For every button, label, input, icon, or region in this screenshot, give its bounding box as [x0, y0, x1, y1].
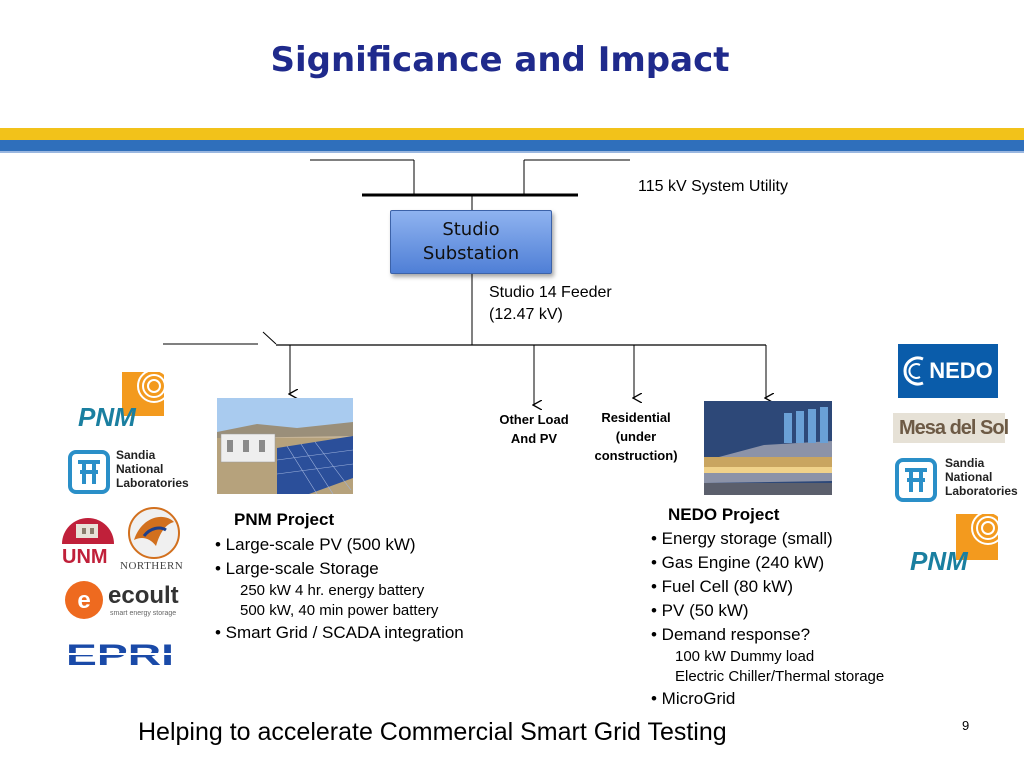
sandia-text-left: Sandia National Laboratories	[116, 448, 189, 490]
feeder-switch	[262, 331, 277, 345]
nedo-item-chiller: Electric Chiller/Thermal storage	[675, 668, 885, 685]
pnm-item-storage: • Large-scale Storage	[215, 559, 379, 578]
sandia-left-line3: Laboratories	[116, 476, 189, 490]
sandia-left-line1: Sandia	[116, 448, 156, 462]
pnm-site-photo	[217, 398, 353, 494]
sandia-left-line2: National	[116, 462, 164, 476]
mesa-del-sol-logo: Mesa del Sol	[893, 413, 1009, 443]
residential-line3: construction)	[594, 448, 678, 463]
header-band-gold	[0, 128, 1024, 140]
unm-logo-text: UNM	[62, 546, 108, 568]
sandia-thunderbird-icon-right	[895, 458, 937, 502]
slide-title: Significance and Impact	[270, 40, 730, 80]
slide-number: 9	[962, 718, 970, 733]
nedo-item-fuel-cell: • Fuel Cell (80 kW)	[651, 577, 793, 596]
ecoult-e-icon: e	[65, 581, 103, 619]
pnm-item-smart-grid: • Smart Grid / SCADA integration	[215, 623, 464, 642]
pnm-logo-right: PNM	[910, 511, 1005, 576]
ecoult-logo: e ecoult smart energy storage	[64, 580, 184, 624]
feeder-label-line1: Studio 14 Feeder	[489, 284, 612, 301]
northern-eagle-icon	[128, 507, 180, 559]
studio-substation-box: Studio Substation	[390, 210, 552, 274]
svg-text:EPRI: EPRI	[66, 640, 174, 670]
slide-footer: Helping to accelerate Commercial Smart G…	[138, 718, 727, 746]
nedo-item-gas-engine: • Gas Engine (240 kW)	[651, 553, 825, 572]
pnm-sun-icon-right	[956, 511, 1005, 560]
sandia-logo-right: Sandia National Laboratories	[895, 456, 1018, 504]
mesa-logo-text: Mesa del Sol	[899, 417, 1009, 439]
pnm-item-power-battery: 500 kW, 40 min power battery	[240, 602, 439, 619]
sandia-text-right: Sandia National Laboratories	[945, 456, 1018, 498]
pnm-item-energy-battery: 250 kW 4 hr. energy battery	[240, 582, 425, 599]
pnm-logo-text-right: PNM	[910, 546, 968, 576]
feeder-label: Studio 14 Feeder (12.47 kV)	[489, 282, 612, 326]
residential-label: Residential (under construction)	[584, 408, 688, 465]
nedo-item-microgrid: • MicroGrid	[651, 689, 736, 708]
nedo-item-dummy-load: 100 kW Dummy load	[675, 648, 815, 665]
pnm-logo-left: PNM	[78, 369, 171, 432]
northern-logo-text: NORTHERN	[120, 560, 184, 572]
unm-logo: UNM	[60, 510, 116, 572]
pnm-logo-text-left: PNM	[78, 402, 136, 432]
feeder-label-line2: (12.47 kV)	[489, 306, 563, 323]
pnm-project-list: • Large-scale PV (500 kW) • Large-scale …	[215, 533, 464, 645]
nedo-photo-illustration	[704, 401, 832, 495]
ecoult-tagline: smart energy storage	[110, 610, 177, 617]
ecoult-logo-text: ecoult	[108, 582, 179, 609]
header-band-blue	[0, 140, 1024, 151]
nedo-item-energy-storage: • Energy storage (small)	[651, 529, 833, 548]
other-load-label: Other Load And PV	[486, 410, 582, 448]
nedo-building-photo	[704, 401, 832, 495]
other-load-line1: Other Load	[499, 412, 569, 427]
header-band-line	[0, 151, 1024, 153]
northern-logo: NORTHERN	[120, 506, 188, 576]
nedo-project-list: • Energy storage (small) • Gas Engine (2…	[651, 527, 884, 711]
pnm-item-pv: • Large-scale PV (500 kW)	[215, 535, 416, 554]
substation-label-line2: Substation	[422, 243, 520, 264]
pnm-photo-illustration	[217, 398, 353, 494]
other-load-line2: And PV	[510, 431, 558, 446]
sandia-thunderbird-icon	[68, 450, 110, 494]
nedo-logo: NEDO	[898, 344, 998, 398]
sandia-right-line1: Sandia	[945, 456, 985, 470]
epri-logo: EPRI	[66, 639, 178, 672]
sandia-right-line3: Laboratories	[945, 484, 1018, 498]
unm-building-icon	[62, 518, 114, 544]
nedo-item-demand-response: • Demand response?	[651, 625, 811, 644]
residential-line1: Residential	[601, 410, 671, 425]
nedo-logo-text: NEDO	[929, 358, 993, 383]
substation-label-line1: Studio	[442, 219, 500, 240]
residential-line2: (under	[615, 429, 657, 444]
pnm-project-title: PNM Project	[234, 510, 335, 529]
nedo-project-title: NEDO Project	[668, 505, 780, 524]
epri-wordmark-icon: EPRI	[66, 639, 174, 672]
nedo-item-pv: • PV (50 kW)	[651, 601, 749, 620]
sandia-right-line2: National	[945, 470, 993, 484]
nedo-arc-icon	[903, 356, 924, 386]
sandia-logo-left: Sandia National Laboratories	[68, 448, 189, 496]
svg-text:e: e	[77, 587, 90, 614]
utility-label: 115 kV System Utility	[638, 178, 788, 195]
